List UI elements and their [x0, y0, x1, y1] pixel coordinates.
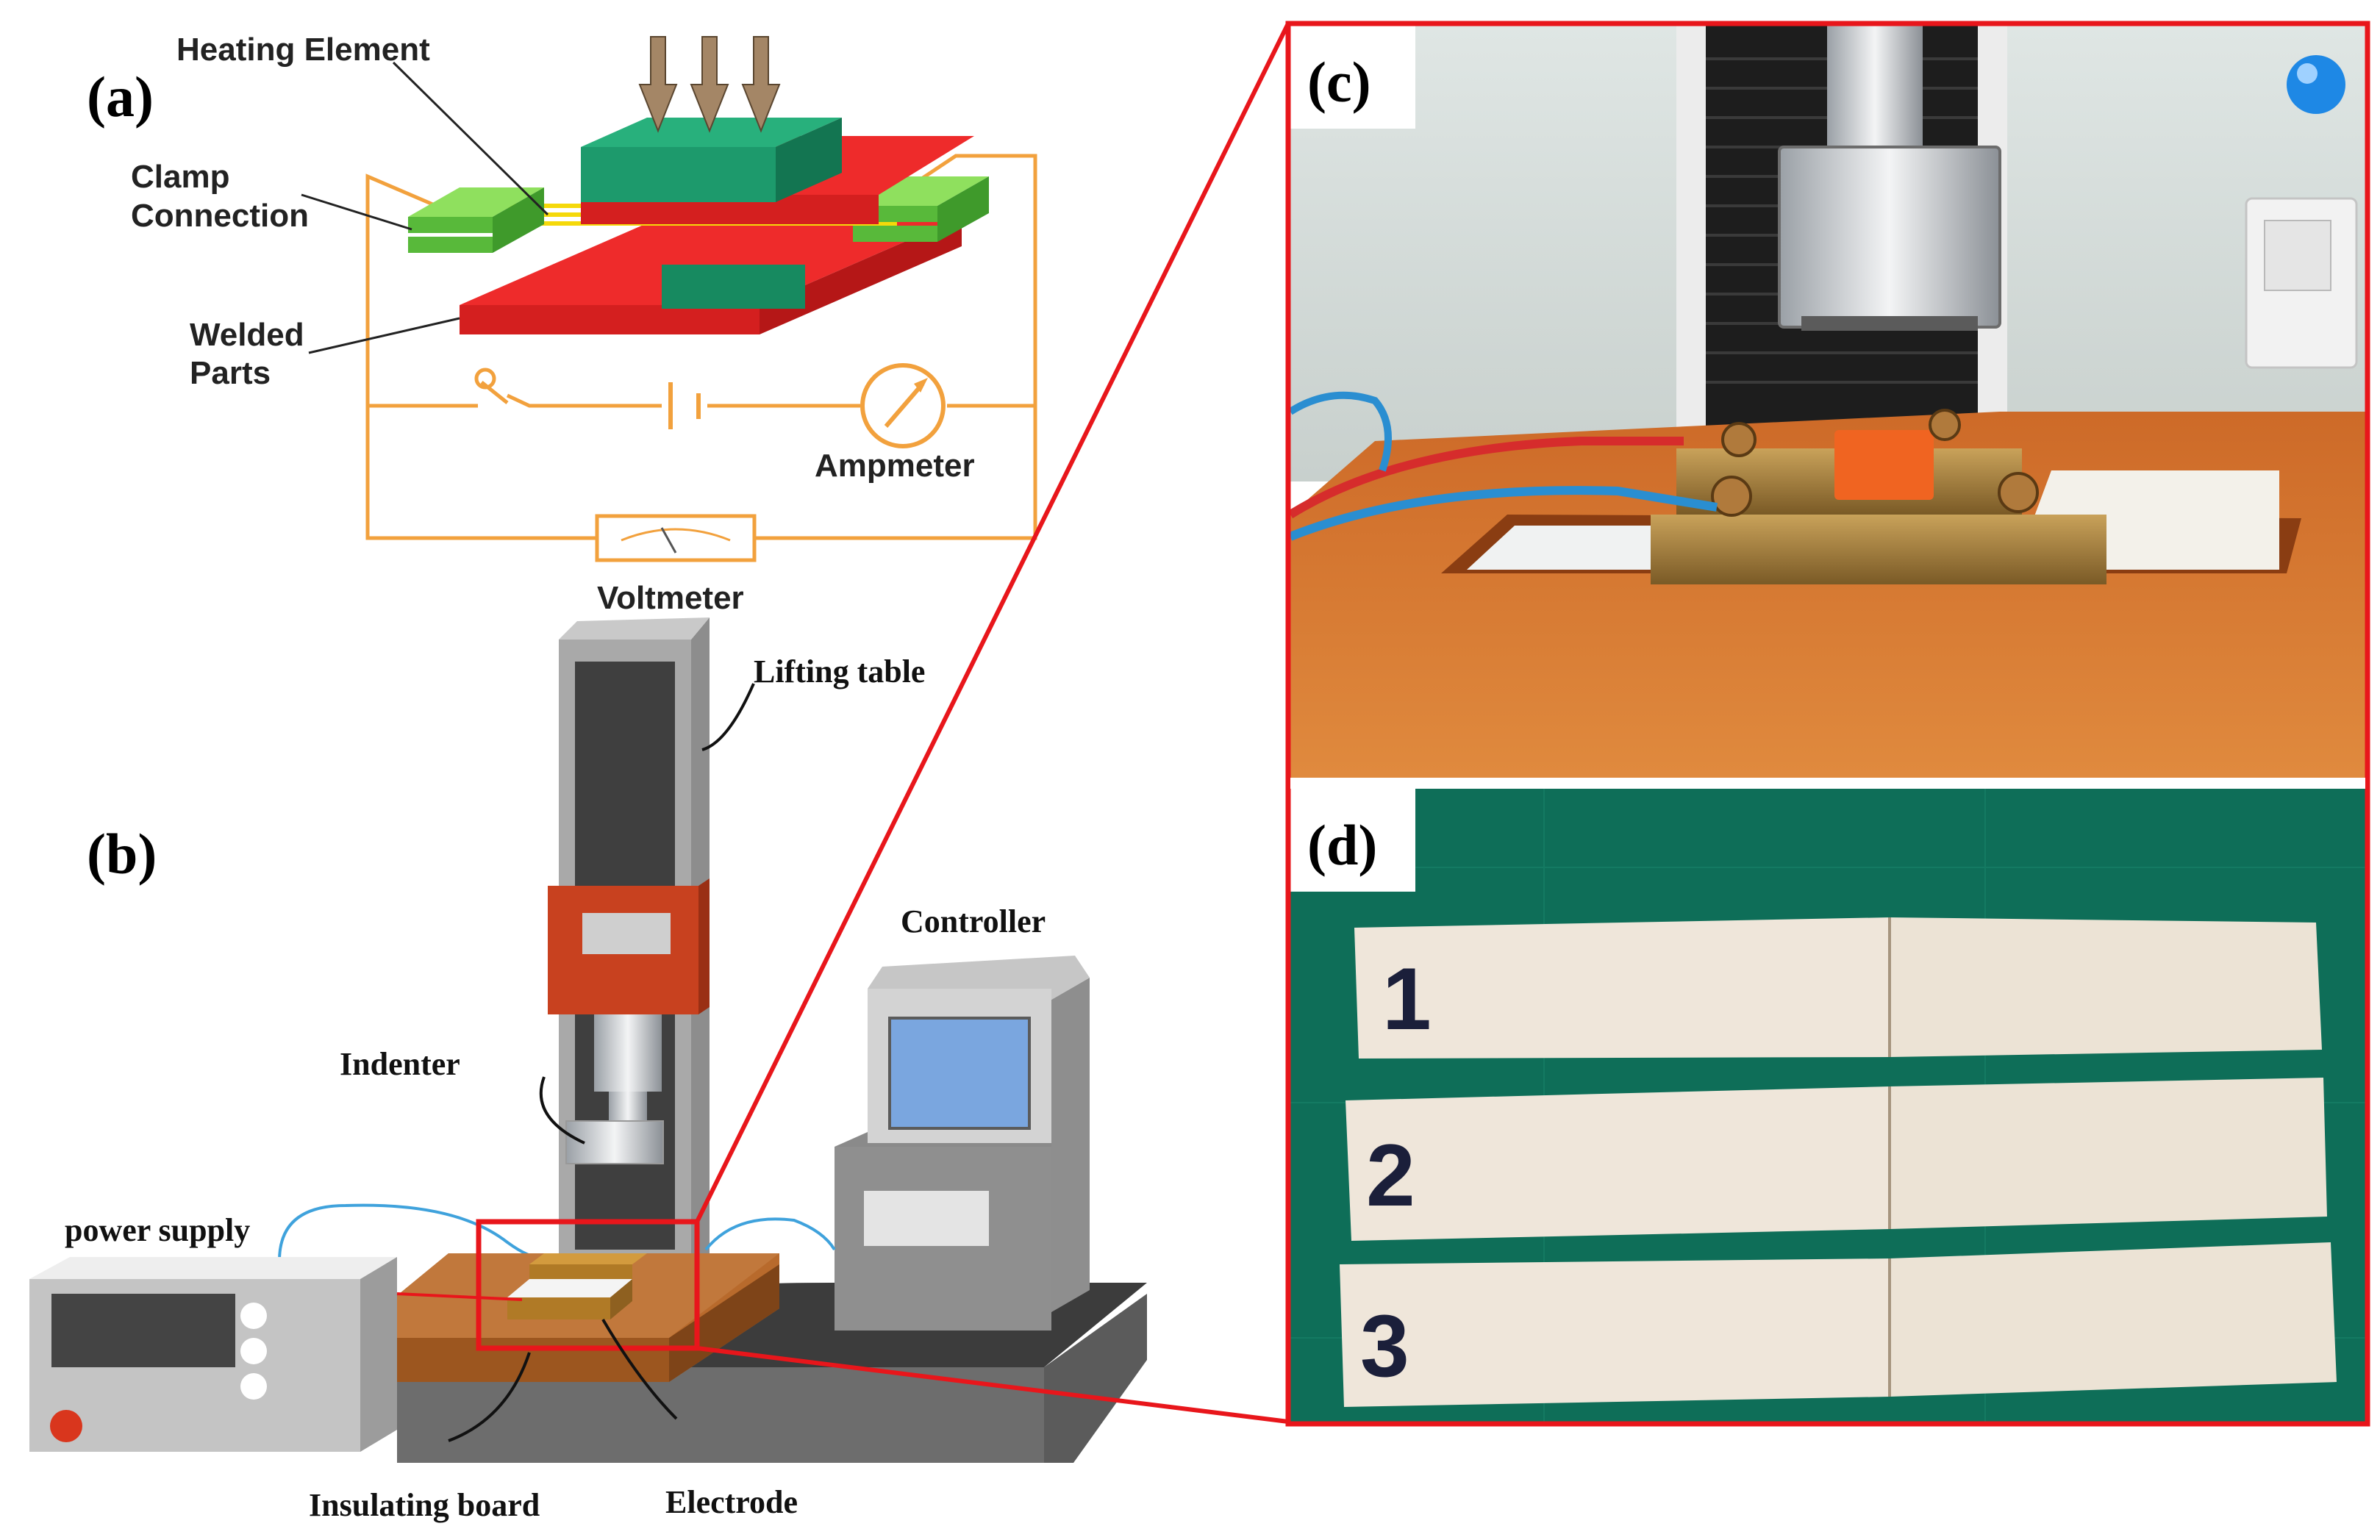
heater-top-front: [581, 147, 776, 202]
insulating-board-label: Insulating board: [309, 1487, 540, 1523]
voltmeter-label: Voltmeter: [597, 580, 744, 616]
panel-a-tag: (a): [87, 65, 154, 129]
controller-panel: [864, 1191, 989, 1246]
tester-rod: [1827, 26, 1923, 151]
heater-top-side: [776, 118, 842, 202]
electrode-bottom-front: [507, 1297, 610, 1319]
power-supply-knobs: [240, 1303, 267, 1400]
electrode-top: [529, 1253, 647, 1264]
ampmeter-needle-tip: [914, 378, 928, 393]
right-clamp-lower-front: [853, 226, 937, 242]
detail-highlight-box: [476, 1219, 700, 1351]
panel-c: (c): [1290, 26, 2365, 778]
detail-frame: [1285, 21, 2370, 1427]
insulating-board-right: [669, 1264, 779, 1382]
panel-c-tag-bg: [1290, 26, 1415, 129]
watermark-drop-icon: [2287, 55, 2345, 114]
panel-b-leaders: [448, 683, 755, 1442]
heater-top-face: [581, 118, 842, 147]
electrode-label: Electrode: [665, 1484, 798, 1520]
left-clamp-lower-front: [408, 237, 493, 253]
photo-separator: [1290, 778, 2365, 789]
panel-c-tag: (c): [1307, 50, 1371, 114]
left-clamp-upper-front: [408, 217, 493, 233]
voltmeter-needle: [660, 527, 677, 554]
switch-lever: [480, 381, 509, 404]
specimen-label-3: 3: [1360, 1297, 1409, 1395]
ampmeter-label: Ampmeter: [815, 448, 975, 484]
tester-indenter-tip: [1801, 316, 1978, 331]
press-head-window: [582, 913, 671, 954]
panel-a-leaders: [301, 61, 549, 354]
controller-screen: [888, 1017, 1031, 1130]
blue-cable: [1290, 486, 1718, 541]
panel-d-tag-bg: [1290, 789, 1415, 892]
heating-element-label: Heating Element: [176, 32, 430, 68]
welded-plate-bottom-side: [760, 217, 962, 334]
specimen-2: [1346, 1078, 2327, 1241]
lifting-table-label: Lifting table: [754, 653, 925, 690]
machine-base-band: [397, 1367, 1044, 1463]
red-wire: [396, 1292, 523, 1301]
right-clamp-upper: [853, 176, 989, 206]
specimen-white: [507, 1279, 632, 1297]
specimen-label-1: 1: [1382, 950, 1432, 1048]
tester-indenter: [1778, 146, 2001, 329]
zoom-connectors: [695, 22, 1290, 1424]
clamp-label-line2: Connection: [131, 198, 309, 234]
specimen-label-2: 2: [1366, 1126, 1415, 1225]
welded-plate-bottom-top: [460, 217, 962, 305]
controller-side: [1051, 978, 1090, 1312]
voltmeter-box: [595, 514, 757, 562]
watermark-drop-highlight: [2297, 63, 2318, 84]
power-supply-label: power supply: [65, 1212, 250, 1248]
press-head-side: [698, 878, 710, 1014]
panel-d-tag: (d): [1307, 813, 1377, 877]
electrode-bottom-side: [610, 1279, 632, 1319]
indenter-label: Indenter: [340, 1046, 460, 1082]
power-supply-display: [51, 1294, 235, 1367]
panel-b: (b): [29, 617, 1147, 1523]
panel-b-tag: (b): [87, 822, 157, 886]
right-clamp-side: [937, 176, 989, 242]
heater-bottom: [662, 265, 805, 309]
wall-socket-switch: [2264, 220, 2331, 291]
welded-plate-bottom-front: [460, 305, 760, 334]
welded-label-line1: Welded: [190, 317, 304, 353]
panel-d: 1 2 3 (d): [1290, 789, 2365, 1422]
ampmeter-needle: [884, 382, 925, 428]
red-cable: [1290, 437, 1684, 519]
power-supply-top: [29, 1257, 397, 1279]
orange-specimen: [1834, 430, 1934, 500]
column-top: [559, 617, 710, 640]
brass-base: [1651, 515, 2106, 584]
brass-bolts: [1711, 409, 2039, 517]
piston-rod: [609, 1092, 647, 1121]
voltmeter-scale: [621, 528, 731, 542]
specimen-3: [1340, 1242, 2337, 1407]
blue-wires: [278, 1203, 836, 1261]
press-arrows: [638, 36, 781, 133]
left-clamp-side: [493, 187, 544, 253]
power-supply-side: [360, 1257, 397, 1452]
specimen-1: [1354, 917, 2322, 1059]
panel-a: (a): [87, 32, 1037, 616]
power-button-icon: [50, 1410, 82, 1442]
indenter-block: [565, 1120, 664, 1164]
clamp-label-line1: Clamp: [131, 159, 229, 195]
left-clamp-upper: [408, 187, 544, 217]
controller-label: Controller: [901, 903, 1046, 939]
ptfe-pad-left: [1467, 526, 1706, 570]
welded-label-line2: Parts: [190, 355, 271, 391]
blue-cable-loop: [1290, 391, 1392, 472]
piston-cylinder: [594, 1014, 662, 1092]
